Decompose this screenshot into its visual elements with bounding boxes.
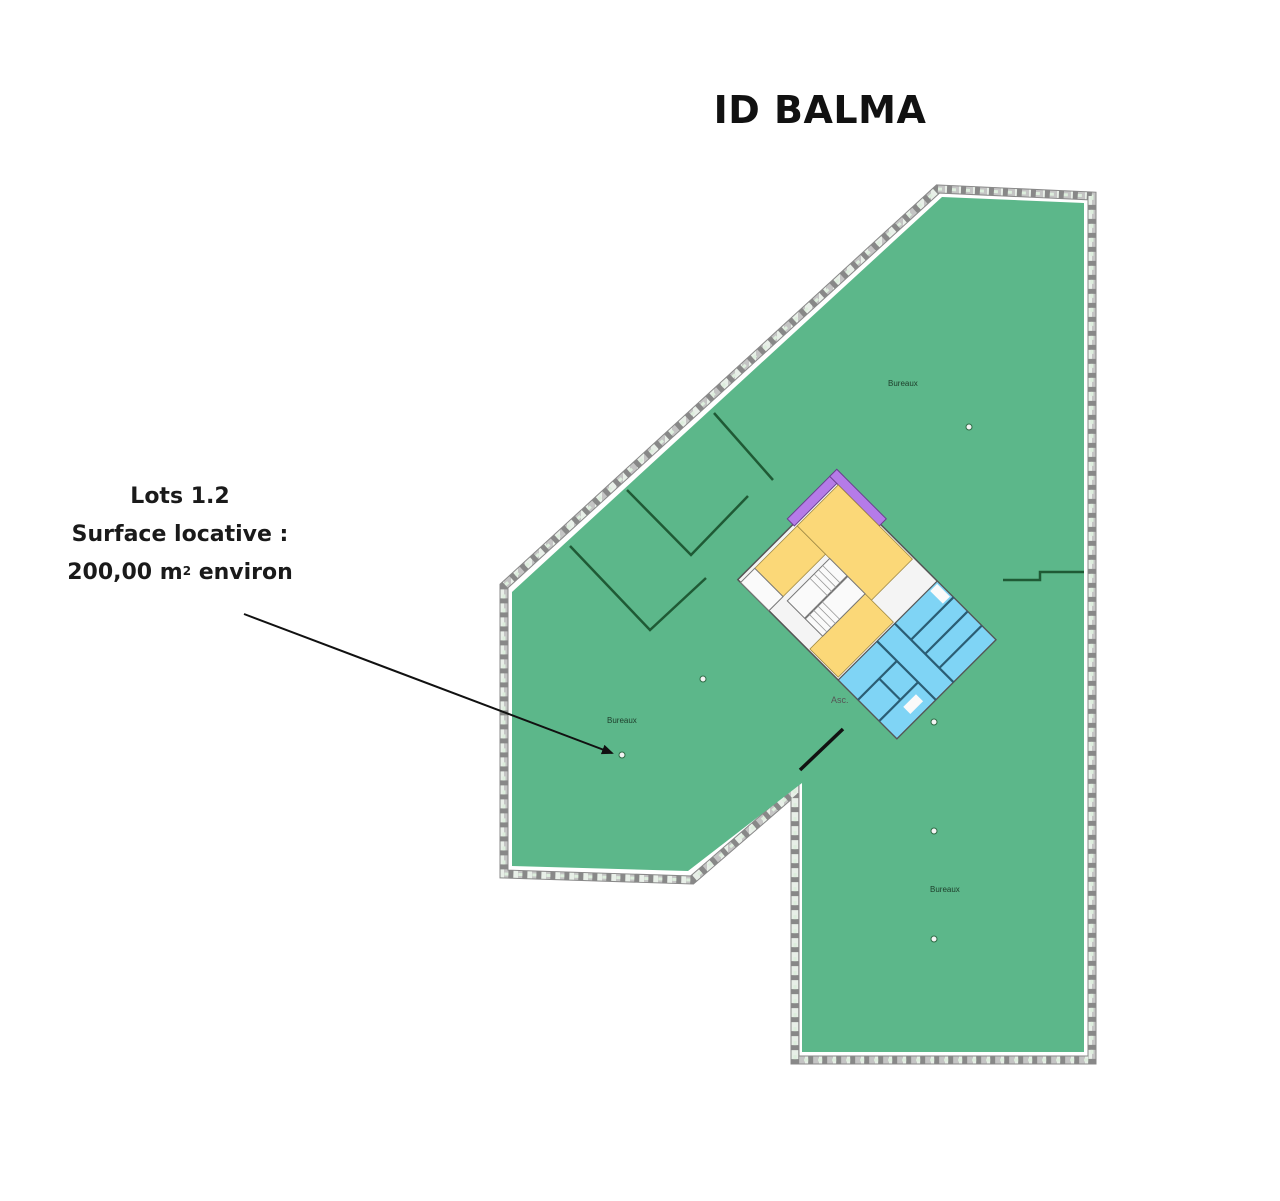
partition-walls	[569, 412, 1084, 632]
elevator-label: Asc.	[831, 695, 849, 705]
column-marker-icon	[930, 718, 938, 726]
column-marker-icon	[930, 935, 938, 943]
surface-value: 200,00 m2 environ	[67, 560, 293, 585]
building-core	[736, 468, 997, 740]
room-label-bureaux-bottom: Bureaux	[930, 885, 960, 894]
sanitary-block	[837, 580, 997, 740]
entrance-door	[798, 727, 845, 772]
lot-number: Lots 1.2	[130, 484, 230, 509]
plan-title: ID BALMA	[713, 88, 927, 132]
column-marker-icon	[930, 827, 938, 835]
elevator-shaft	[739, 567, 784, 612]
callout-arrow	[243, 613, 614, 755]
column-marker-icon	[699, 675, 707, 683]
column-markers	[618, 423, 973, 943]
room-label-bureaux-left: Bureaux	[607, 716, 637, 725]
building-facade	[499, 184, 1097, 1065]
column-marker-icon	[965, 423, 973, 431]
lot-callout: Lots 1.2 Surface locative : 200,00 m2 en…	[30, 478, 330, 592]
surface-label: Surface locative :	[71, 522, 289, 547]
room-label-bureaux-top: Bureaux	[888, 379, 918, 388]
column-marker-icon	[618, 751, 626, 759]
staircase	[786, 557, 866, 637]
